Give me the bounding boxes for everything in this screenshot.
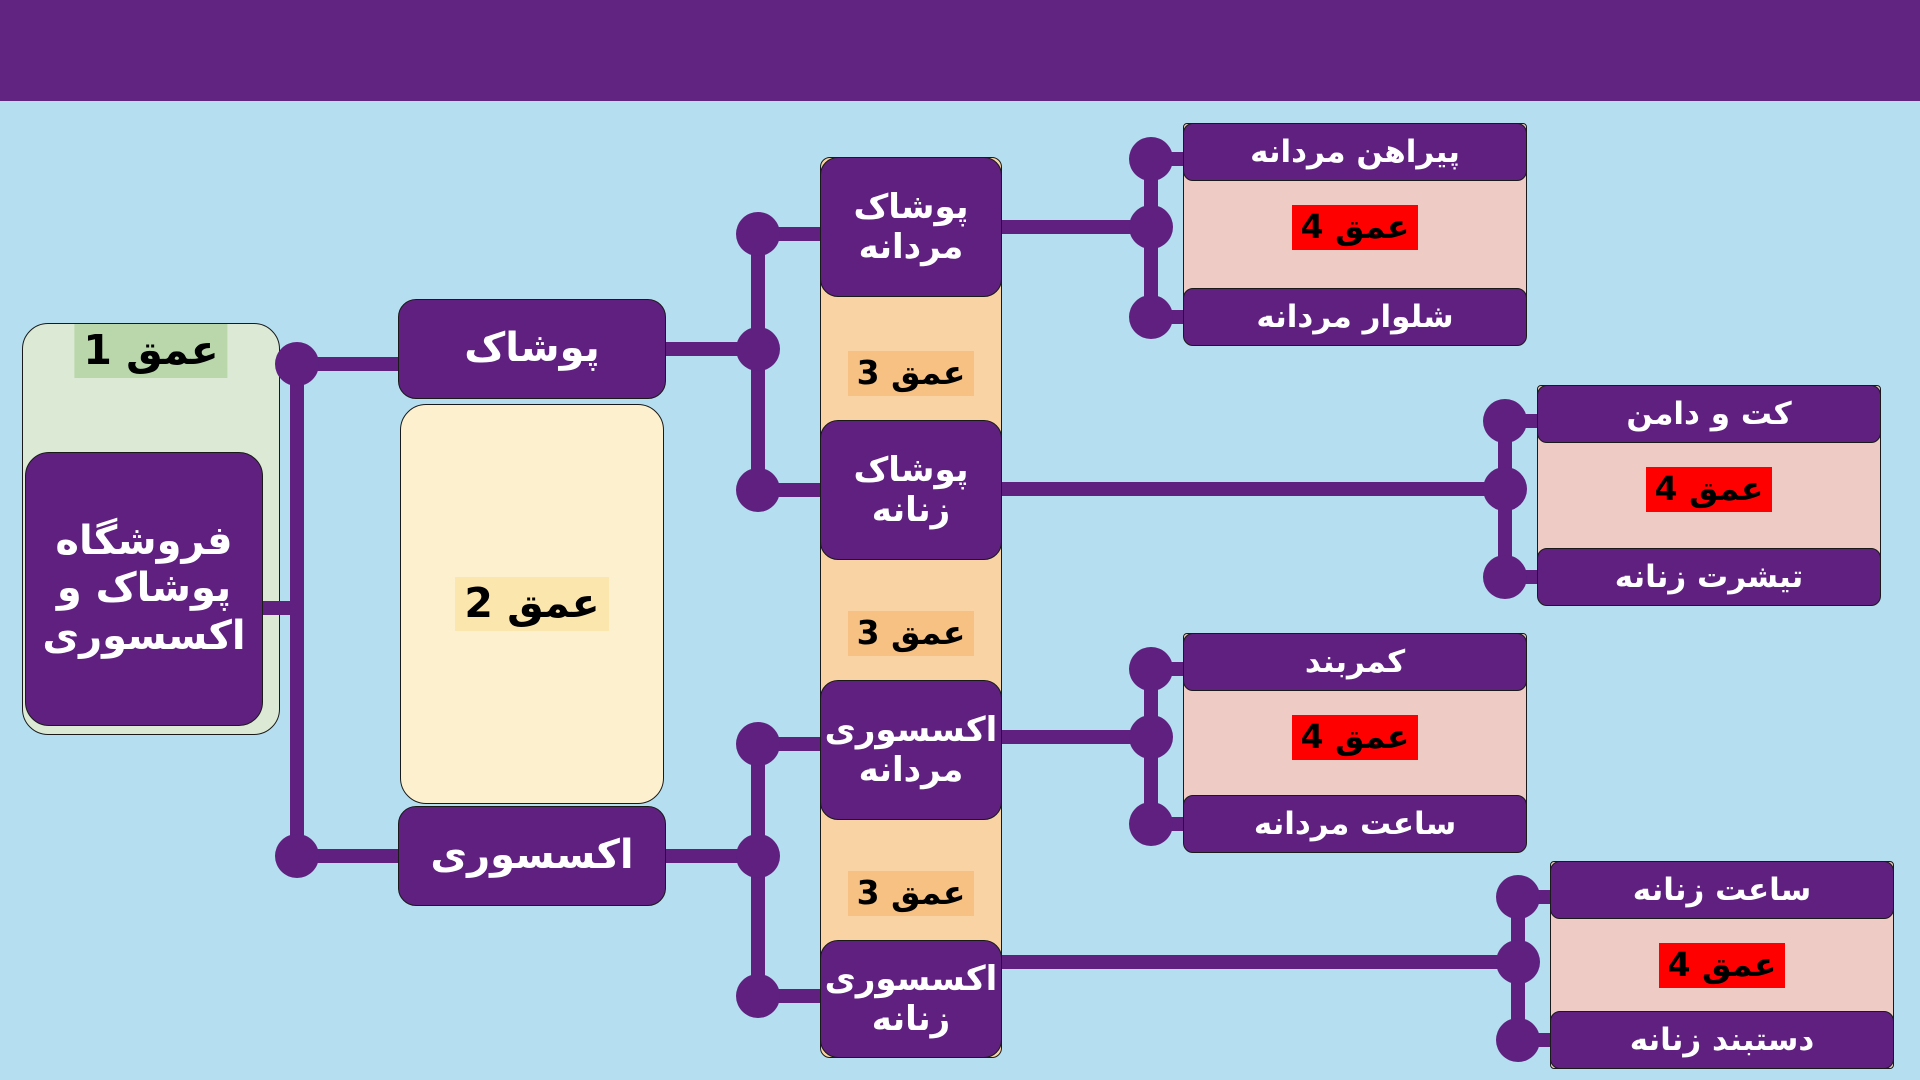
connector-dot-groupd-bottom (1496, 1018, 1540, 1062)
connector-dot-root-bottom (275, 834, 319, 878)
depth-1-label: عمق 1 (74, 324, 228, 378)
depth-3-label-slot-b: عمق 3 (820, 585, 1002, 682)
node-belt-label: کمربند (1304, 643, 1406, 680)
node-womens-accessories[interactable]: اکسسوری زنانه (820, 940, 1002, 1058)
depth-3-label-a: عمق 3 (847, 351, 975, 396)
depth-4-label-c: عمق 4 (1291, 714, 1419, 760)
node-root-label: فروشگاه پوشاک و اکسسوری (42, 518, 246, 659)
connector-dot-groupa-bottom (1129, 295, 1173, 339)
node-mens-shirt-label: پیراهن مردانه (1250, 133, 1460, 170)
connector-groupd-stub (1002, 955, 1518, 969)
connector-dot-poshak-top (736, 212, 780, 256)
node-root[interactable]: فروشگاه پوشاک و اکسسوری (25, 452, 263, 726)
depth-4-label-a: عمق 4 (1291, 204, 1419, 250)
connector-accessory-stub (666, 849, 758, 863)
connector-dot-groupd-top (1496, 875, 1540, 919)
connector-root-spine (290, 357, 304, 856)
depth-3-label-b: عمق 3 (847, 611, 975, 656)
connector-dot-groupa-top (1129, 137, 1173, 181)
connector-dot-groupb-bottom (1483, 555, 1527, 599)
node-mens-shirt[interactable]: پیراهن مردانه (1183, 123, 1527, 181)
node-belt[interactable]: کمربند (1183, 633, 1527, 691)
node-mens-accessories-label: اکسسوری مردانه (824, 709, 998, 790)
node-womens-clothing-label: پوشاک زنانه (853, 449, 969, 530)
node-mens-watch-label: ساعت مردانه (1253, 805, 1457, 842)
connector-poshak-stub (666, 342, 758, 356)
connector-root-to-accessory (297, 849, 405, 863)
node-mens-watch[interactable]: ساعت مردانه (1183, 795, 1527, 853)
depth-4-label-d: عمق 4 (1658, 942, 1786, 988)
depth-4-label-b: عمق 4 (1645, 466, 1773, 512)
connector-root-to-poshak (297, 357, 405, 371)
connector-dot-poshak-mid (736, 327, 780, 371)
node-womens-bracelet-label: دستبند زنانه (1629, 1021, 1815, 1058)
depth-3-label-slot-c: عمق 3 (820, 845, 1002, 942)
node-mens-accessories[interactable]: اکسسوری مردانه (820, 680, 1002, 820)
node-womens-watch[interactable]: ساعت زنانه (1550, 861, 1894, 919)
node-womens-bracelet[interactable]: دستبند زنانه (1550, 1011, 1894, 1069)
connector-groupb-stub (1002, 482, 1505, 496)
node-womens-watch-label: ساعت زنانه (1632, 871, 1812, 908)
node-mens-pants-label: شلوار مردانه (1256, 298, 1454, 335)
node-mens-clothing-label: پوشاک مردانه (853, 186, 969, 267)
connector-dot-groupb-top (1483, 399, 1527, 443)
depth-3-label-slot-a: عمق 3 (820, 325, 1002, 422)
node-suit-skirt-label: کت و دامن (1626, 395, 1792, 432)
connector-dot-groupd-mid (1496, 940, 1540, 984)
connector-root-stub (263, 601, 297, 615)
node-poshak[interactable]: پوشاک (398, 299, 666, 399)
depth-2-label: عمق 2 (455, 577, 609, 631)
node-suit-skirt[interactable]: کت و دامن (1537, 385, 1881, 443)
connector-dot-groupc-top (1129, 647, 1173, 691)
depth-3-label-c: عمق 3 (847, 871, 975, 916)
depth-2-band: عمق 2 (400, 404, 664, 804)
connector-dot-groupa-mid (1129, 205, 1173, 249)
connector-dot-groupc-bottom (1129, 802, 1173, 846)
connector-groupa-stub (1002, 220, 1151, 234)
connector-dot-groupc-mid (1129, 715, 1173, 759)
node-accessory[interactable]: اکسسوری (398, 806, 666, 906)
node-womens-accessories-label: اکسسوری زنانه (824, 958, 998, 1039)
header-band (0, 0, 1920, 101)
node-womens-clothing[interactable]: پوشاک زنانه (820, 420, 1002, 560)
node-mens-pants[interactable]: شلوار مردانه (1183, 288, 1527, 346)
connector-dot-accessory-mid (736, 834, 780, 878)
node-accessory-label: اکسسوری (430, 832, 634, 879)
node-womens-tshirt[interactable]: تیشرت زنانه (1537, 548, 1881, 606)
connector-dot-groupb-mid (1483, 467, 1527, 511)
connector-groupc-stub (1002, 730, 1151, 744)
connector-dot-poshak-bottom (736, 468, 780, 512)
connector-dot-accessory-top (736, 722, 780, 766)
connector-dot-root-top (275, 342, 319, 386)
node-mens-clothing[interactable]: پوشاک مردانه (820, 157, 1002, 297)
connector-dot-accessory-bottom (736, 974, 780, 1018)
node-womens-tshirt-label: تیشرت زنانه (1614, 558, 1804, 595)
node-poshak-label: پوشاک (464, 325, 600, 372)
